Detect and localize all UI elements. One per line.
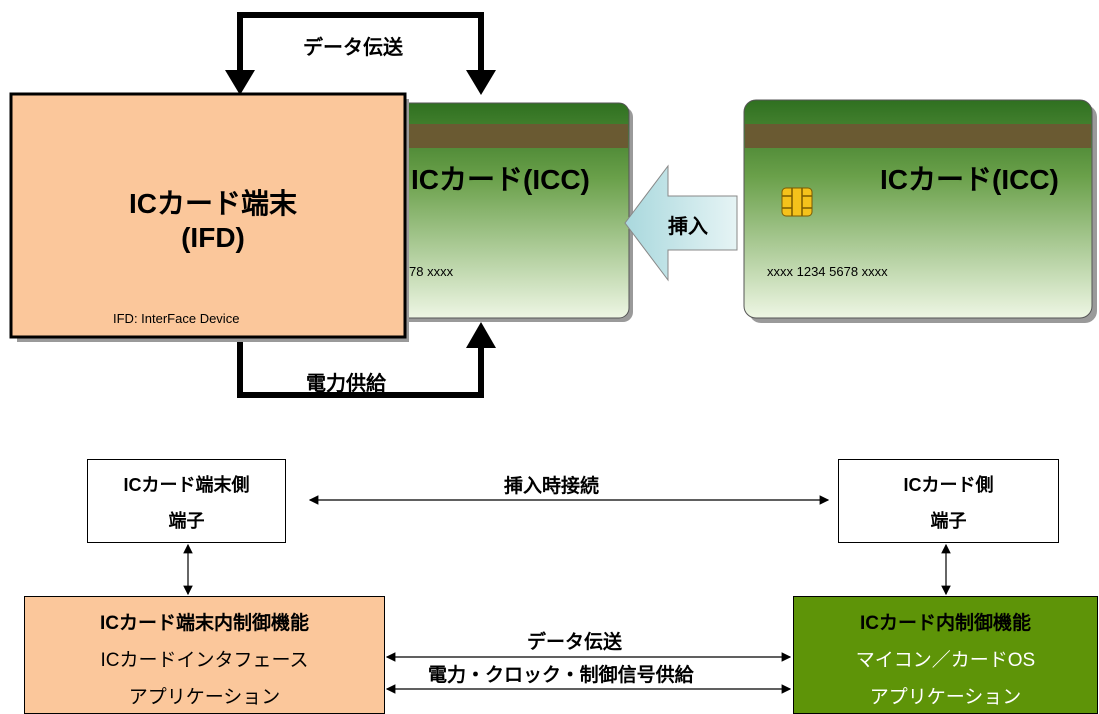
terminal-contact-line1: ICカード端末側: [123, 475, 250, 495]
card-control-line2: マイコン／カードOS: [855, 650, 1036, 671]
power-clock-label: 電力・クロック・制御信号供給: [428, 665, 694, 686]
terminal-title-line2: (IFD): [181, 222, 245, 253]
top-data-transfer-label: データ伝送: [303, 37, 403, 59]
data-transfer-loop: [237, 12, 484, 80]
card-contact-line1: ICカード側: [903, 475, 994, 495]
terminal-control-line2: ICカードインタフェース: [100, 650, 309, 671]
card-control-box: ICカード内制御機能 マイコン／カードOS アプリケーション: [793, 596, 1098, 714]
free-card-stripe: [745, 124, 1091, 148]
insert-arrow: [624, 164, 738, 282]
terminal-title-line1: ICカード端末: [128, 188, 297, 219]
inserted-card-title: ICカード(ICC): [411, 164, 590, 195]
power-supply-arrowhead: [466, 322, 496, 348]
ic-chip-icon: [781, 187, 813, 217]
insert-connection-label: 挿入時接続: [504, 476, 600, 497]
bottom-connectors: [183, 495, 951, 694]
terminal-box: [9, 92, 409, 342]
free-card-number: xxxx 1234 5678 xxxx: [767, 264, 888, 279]
insert-label: 挿入: [668, 216, 708, 238]
data-transfer-arrowhead-left: [225, 70, 255, 95]
terminal-note: IFD: InterFace Device: [113, 311, 240, 326]
inserted-card-number: 78 xxxx: [409, 264, 454, 279]
data-transfer-arrowhead-right: [466, 70, 496, 95]
terminal-contact-line2: 端子: [168, 511, 205, 531]
terminal-control-line3: アプリケーション: [128, 687, 281, 708]
card-control-title: ICカード内制御機能: [859, 613, 1031, 634]
terminal-contact-box: ICカード端末側 端子: [87, 459, 286, 543]
card-contact-line2: 端子: [930, 511, 967, 531]
top-power-supply-label: 電力供給: [306, 373, 386, 395]
free-card-body: [743, 99, 1093, 319]
free-card: [743, 99, 1097, 323]
card-contact-box: ICカード側 端子: [838, 459, 1059, 543]
card-control-line3: アプリケーション: [869, 687, 1022, 708]
inserted-card-stripe: [395, 124, 628, 148]
inserted-card: [393, 102, 633, 322]
bottom-data-transfer-label: データ伝送: [527, 632, 623, 653]
free-card-title: ICカード(ICC): [880, 164, 1059, 195]
terminal-control-box: ICカード端末内制御機能 ICカードインタフェース アプリケーション: [24, 596, 385, 714]
terminal-control-title: ICカード端末内制御機能: [99, 613, 309, 634]
power-supply-loop: [237, 342, 484, 398]
